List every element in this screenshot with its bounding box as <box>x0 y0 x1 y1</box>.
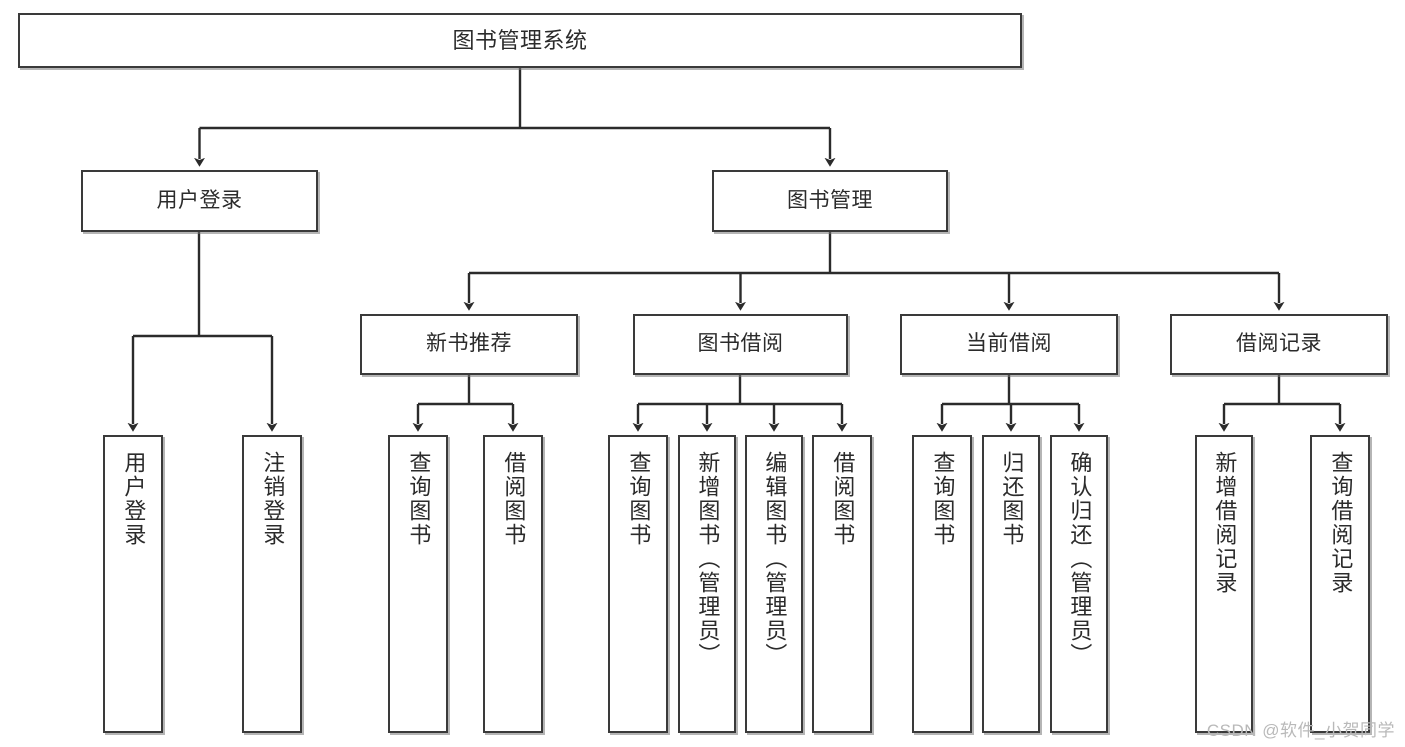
node-current-borrow[interactable]: 当前借阅 <box>900 314 1118 375</box>
node-label-leaf-nb-query: 查询图书 <box>406 451 432 547</box>
node-label-borrow-record: 借阅记录 <box>1236 332 1322 356</box>
node-label-leaf-logout: 注销登录 <box>260 451 286 547</box>
node-label-leaf-bb-borrow: 借阅图书 <box>830 451 856 547</box>
watermark: CSDN @软件_小贺同学 <box>1206 721 1395 740</box>
node-leaf-cb-query[interactable]: 查询图书 <box>912 435 972 733</box>
node-label-leaf-bb-edit: 编辑图书（管理员） <box>762 451 788 667</box>
node-new-book-rec[interactable]: 新书推荐 <box>360 314 578 375</box>
node-label-leaf-bb-query: 查询图书 <box>626 451 652 547</box>
node-label-new-book-rec: 新书推荐 <box>426 332 512 356</box>
node-leaf-bb-edit[interactable]: 编辑图书（管理员） <box>745 435 803 733</box>
node-label-book-manage: 图书管理 <box>787 188 873 212</box>
node-label-root: 图书管理系统 <box>452 27 588 53</box>
node-leaf-user-login[interactable]: 用户登录 <box>103 435 163 733</box>
node-leaf-logout[interactable]: 注销登录 <box>242 435 302 733</box>
node-borrow-record[interactable]: 借阅记录 <box>1170 314 1388 375</box>
node-label-leaf-br-add: 新增借阅记录 <box>1212 451 1238 595</box>
node-user-login[interactable]: 用户登录 <box>81 170 318 232</box>
node-leaf-bb-add[interactable]: 新增图书（管理员） <box>678 435 736 733</box>
node-leaf-cb-return[interactable]: 归还图书 <box>982 435 1040 733</box>
node-label-leaf-cb-confirm: 确认归还（管理员） <box>1067 451 1093 667</box>
node-label-leaf-nb-borrow: 借阅图书 <box>501 451 527 547</box>
node-label-leaf-user-login: 用户登录 <box>121 451 147 547</box>
node-root[interactable]: 图书管理系统 <box>18 13 1022 68</box>
node-label-leaf-cb-query: 查询图书 <box>930 451 956 547</box>
node-label-leaf-br-query: 查询借阅记录 <box>1328 451 1354 595</box>
node-leaf-nb-borrow[interactable]: 借阅图书 <box>483 435 543 733</box>
node-label-current-borrow: 当前借阅 <box>966 332 1052 356</box>
node-book-manage[interactable]: 图书管理 <box>712 170 948 232</box>
node-leaf-cb-confirm[interactable]: 确认归还（管理员） <box>1050 435 1108 733</box>
node-label-user-login: 用户登录 <box>156 188 243 212</box>
node-label-book-borrow: 图书借阅 <box>697 332 784 356</box>
node-label-leaf-cb-return: 归还图书 <box>999 451 1025 547</box>
node-leaf-bb-query[interactable]: 查询图书 <box>608 435 668 733</box>
node-leaf-br-query[interactable]: 查询借阅记录 <box>1310 435 1370 733</box>
node-leaf-nb-query[interactable]: 查询图书 <box>388 435 448 733</box>
node-leaf-br-add[interactable]: 新增借阅记录 <box>1195 435 1253 733</box>
node-leaf-bb-borrow[interactable]: 借阅图书 <box>812 435 872 733</box>
node-book-borrow[interactable]: 图书借阅 <box>633 314 848 375</box>
node-label-leaf-bb-add: 新增图书（管理员） <box>695 451 721 667</box>
